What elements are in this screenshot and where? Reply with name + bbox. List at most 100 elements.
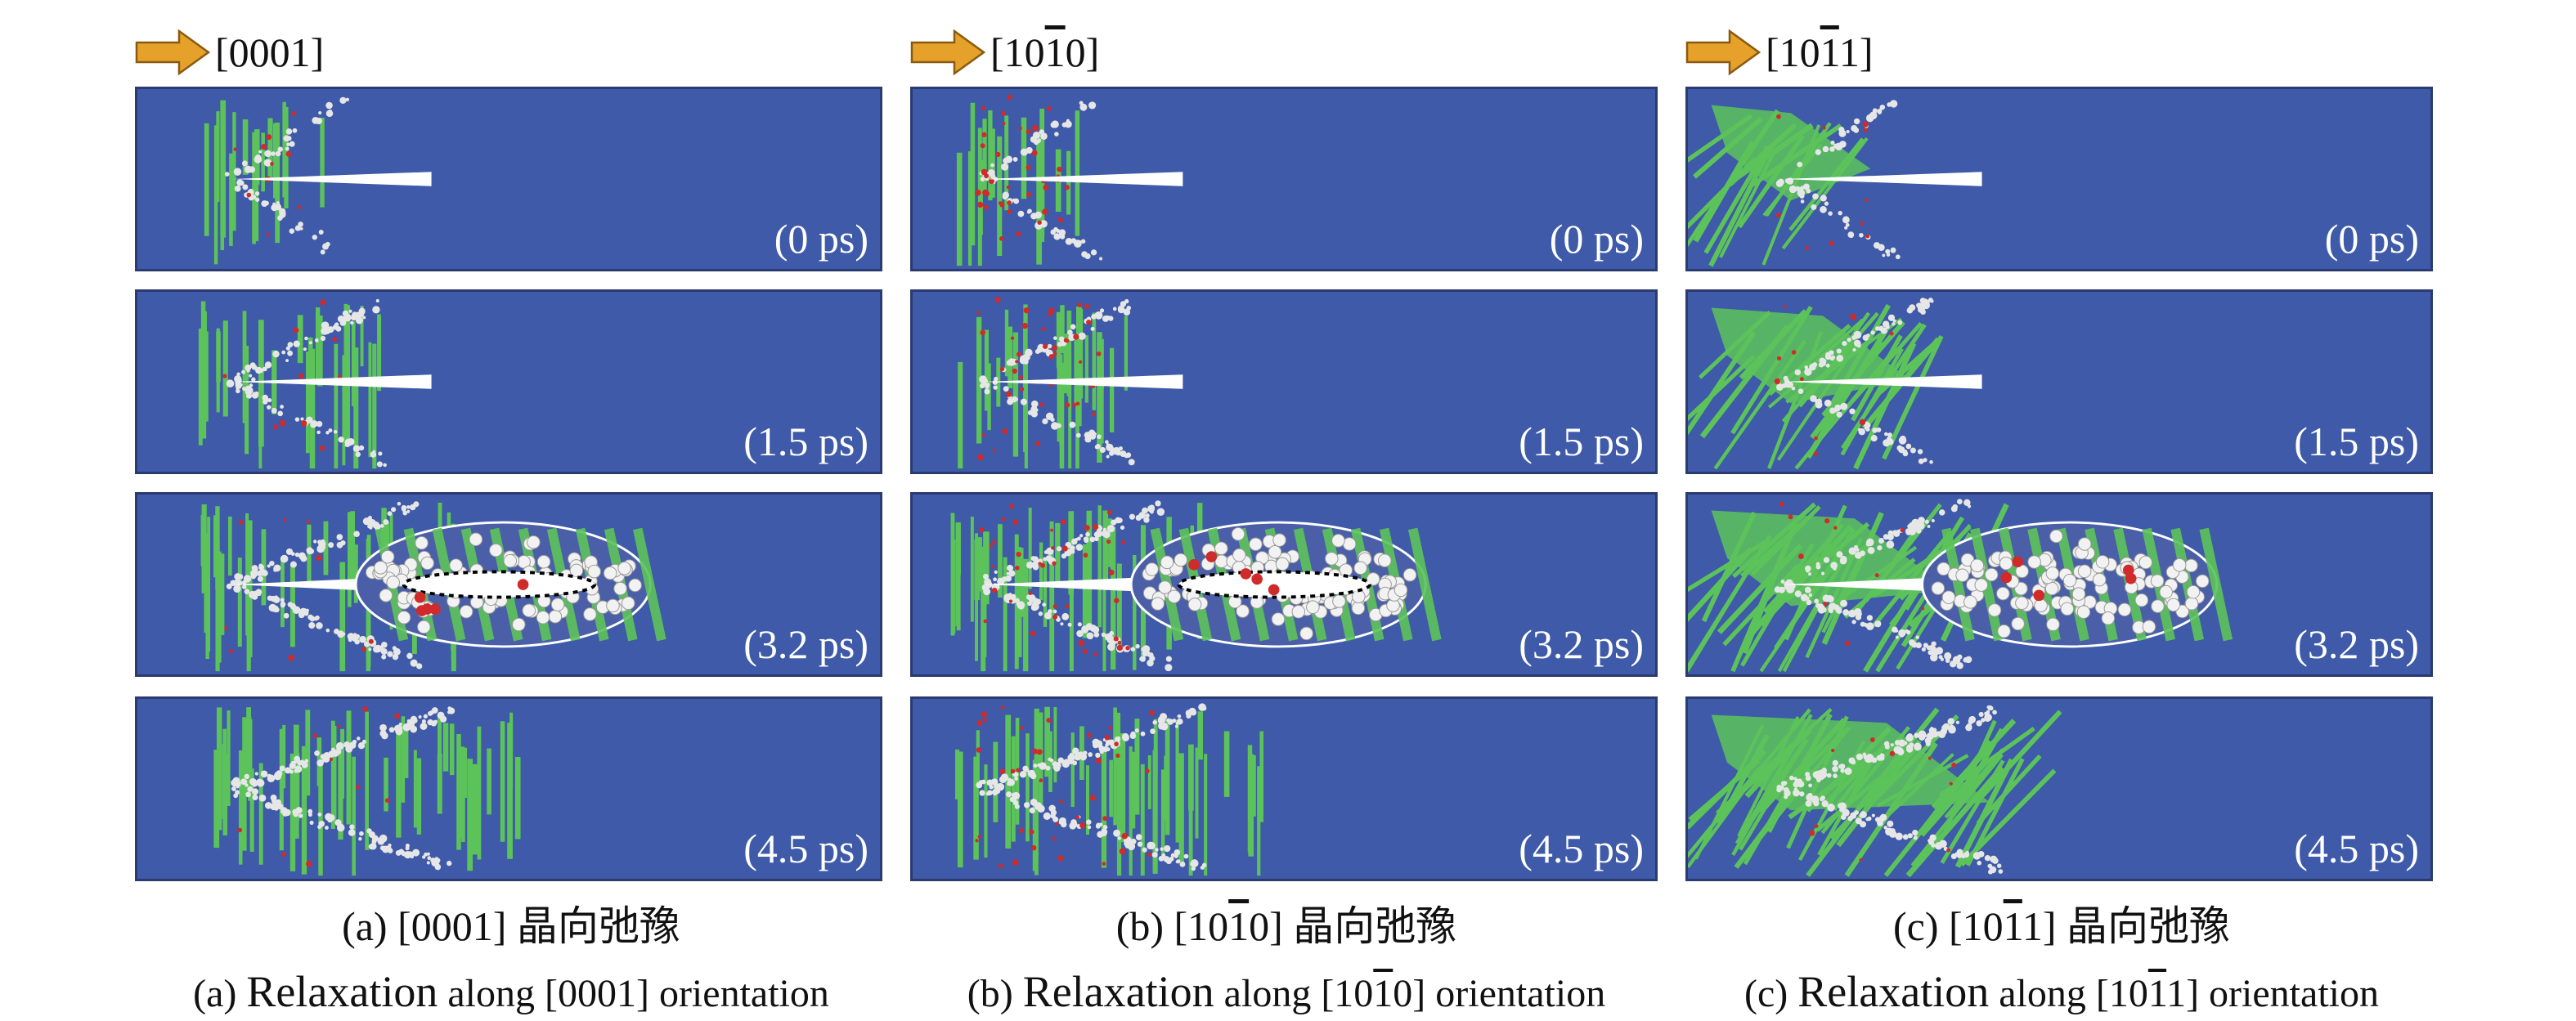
atom-dot <box>985 384 990 389</box>
atom-dot <box>1885 249 1891 254</box>
atom-dot <box>1809 363 1816 371</box>
caption-word: Relaxation <box>1797 967 1990 1016</box>
atom-dot <box>345 746 351 751</box>
time-label: (3.2 ps) <box>743 621 868 667</box>
defect-dot <box>1865 234 1870 239</box>
atom-dot <box>1829 146 1835 152</box>
defect-dot <box>1000 110 1006 116</box>
atom-dot <box>1865 542 1871 547</box>
atom-dot <box>403 851 412 859</box>
atom-dot <box>1086 632 1094 640</box>
atom-dot <box>1030 798 1038 806</box>
atom-dot <box>1820 195 1827 202</box>
defect-dot <box>1889 750 1896 757</box>
atom-dot <box>1784 178 1791 184</box>
atom-dot <box>392 646 397 651</box>
atom-dot <box>2142 620 2156 634</box>
defect-dot <box>1050 528 1054 532</box>
atom-dot <box>503 553 518 568</box>
atom-dot <box>1325 552 1339 566</box>
atom-dot <box>383 463 387 468</box>
defect-dot <box>279 419 286 427</box>
atom-dot <box>1067 329 1073 336</box>
atom-dot <box>1187 598 1202 611</box>
atom-dot <box>1970 558 1985 573</box>
atom-dot <box>2060 602 2075 616</box>
atom-dot <box>267 398 272 403</box>
slip-band <box>1407 527 1442 642</box>
atom-dot <box>302 762 308 768</box>
atom-dot <box>1378 553 1392 567</box>
atom-dot <box>1025 594 1032 600</box>
atom-dot <box>1854 552 1862 559</box>
atom-dot <box>1044 611 1052 620</box>
atom-dot <box>1870 330 1875 335</box>
defect-dot <box>1007 94 1012 100</box>
defect-dot <box>1205 551 1218 562</box>
atom-dot <box>1088 101 1097 110</box>
slip-line <box>1905 765 2004 878</box>
atom-dot <box>324 826 329 831</box>
atom-dot <box>1844 767 1852 776</box>
atom-dot <box>522 603 536 618</box>
atom-dot <box>1061 553 1067 559</box>
atom-dot <box>1092 738 1100 746</box>
defect-dot <box>1077 302 1083 307</box>
atom-dot <box>1030 603 1039 611</box>
atom-dot <box>251 377 256 382</box>
atom-dot <box>344 441 350 448</box>
atom-dot <box>1815 398 1822 405</box>
sim-panel-4-5ps: (4.5 ps) <box>1685 696 2433 881</box>
defect-dot <box>1006 391 1012 397</box>
atom-dot <box>1089 536 1096 543</box>
atom-dot <box>1928 839 1935 845</box>
atom-dot <box>1006 791 1012 798</box>
atom-dot <box>536 611 550 625</box>
atom-dot <box>1070 545 1075 551</box>
atom-dot <box>1879 753 1885 759</box>
atom-dot <box>248 166 256 173</box>
atom-dot <box>1177 714 1182 719</box>
atom-dot <box>1838 210 1842 216</box>
atom-dot <box>1821 800 1829 808</box>
atom-dot <box>285 146 289 151</box>
atom-dot <box>996 782 1005 791</box>
atom-dot <box>350 320 354 325</box>
atom-dot <box>390 507 397 513</box>
atom-dot <box>303 347 307 352</box>
defect-dot <box>977 835 981 839</box>
atom-dot <box>1827 804 1835 812</box>
defect-dot <box>1057 166 1062 172</box>
atom-dot <box>1812 771 1820 779</box>
defect-dot <box>1032 748 1039 755</box>
defect-dot <box>1000 705 1005 710</box>
atom-dot <box>426 861 430 865</box>
atom-dot <box>1124 840 1129 847</box>
atom-dot <box>236 179 244 186</box>
slip-line <box>1910 753 2004 867</box>
atom-dot <box>1924 737 1932 745</box>
atom-dot <box>427 856 432 861</box>
defect-dot <box>1799 377 1804 382</box>
atom-dot <box>2186 584 2201 599</box>
defect-dot <box>999 768 1006 774</box>
atom-dot <box>397 611 411 625</box>
atom-dot <box>254 155 263 163</box>
atom-dot <box>312 235 317 240</box>
atom-dot <box>1061 612 1070 620</box>
atom-dot <box>990 163 994 168</box>
atom-dot <box>405 846 410 851</box>
atom-dot <box>1105 440 1109 444</box>
defect-dot <box>1951 762 1957 768</box>
defect-dot <box>976 311 981 315</box>
atom-dot <box>1090 326 1095 331</box>
atom-dot <box>2150 574 2165 588</box>
atom-dot <box>311 420 318 428</box>
atom-dot <box>1800 186 1805 190</box>
atom-dot <box>387 651 393 657</box>
atom-dot <box>416 663 423 669</box>
atom-dot <box>1158 580 1172 594</box>
atom-dot <box>1035 805 1041 811</box>
atom-dot <box>1782 781 1788 786</box>
atom-dot <box>1918 458 1924 464</box>
